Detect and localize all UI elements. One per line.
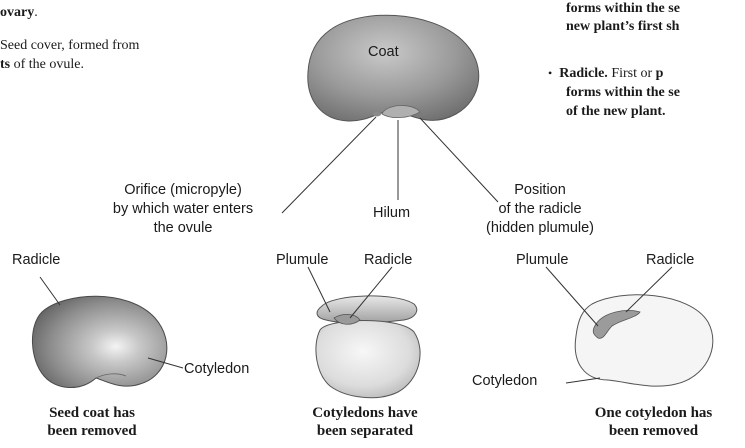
cotyledons-separated [316,296,420,398]
right-text-line-3: • Radicle. First or p [548,65,663,82]
right-text-line-4: forms within the se [566,84,680,101]
label-hilum: Hilum [373,204,410,223]
label-radicle-right: Radicle [646,251,694,270]
left-text-line-3: ts of the ovule. [0,56,84,73]
one-cotyledon-removed [575,295,713,386]
label-cotyledon-left: Cotyledon [184,360,249,379]
right-text-line-5: of the new plant. [566,103,666,120]
caption-seed-coat-removed: Seed coat has been removed [22,404,162,440]
label-plumule-right: Plumule [516,251,568,270]
whole-seed [308,15,479,121]
caption-cotyledons-separated: Cotyledons have been separated [285,404,445,440]
right-text-line-2: new plant’s first sh [566,18,679,35]
left-text-line-2: Seed cover, formed from [0,37,139,54]
label-radicle-left: Radicle [12,251,60,270]
label-cotyledon-right: Cotyledon [472,372,537,391]
right-text-line-1: forms within the se [566,0,680,17]
seed-coat-removed [32,296,166,387]
label-orifice: Orifice (micropyle) by which water enter… [88,181,278,238]
label-position-radicle: Position of the radicle (hidden plumule) [465,181,615,238]
left-text-line-1: ovary. [0,4,38,21]
label-plumule-middle: Plumule [276,251,328,270]
label-radicle-middle: Radicle [364,251,412,270]
caption-one-cotyledon-removed: One cotyledon has been removed [566,404,741,440]
label-coat: Coat [368,43,399,62]
